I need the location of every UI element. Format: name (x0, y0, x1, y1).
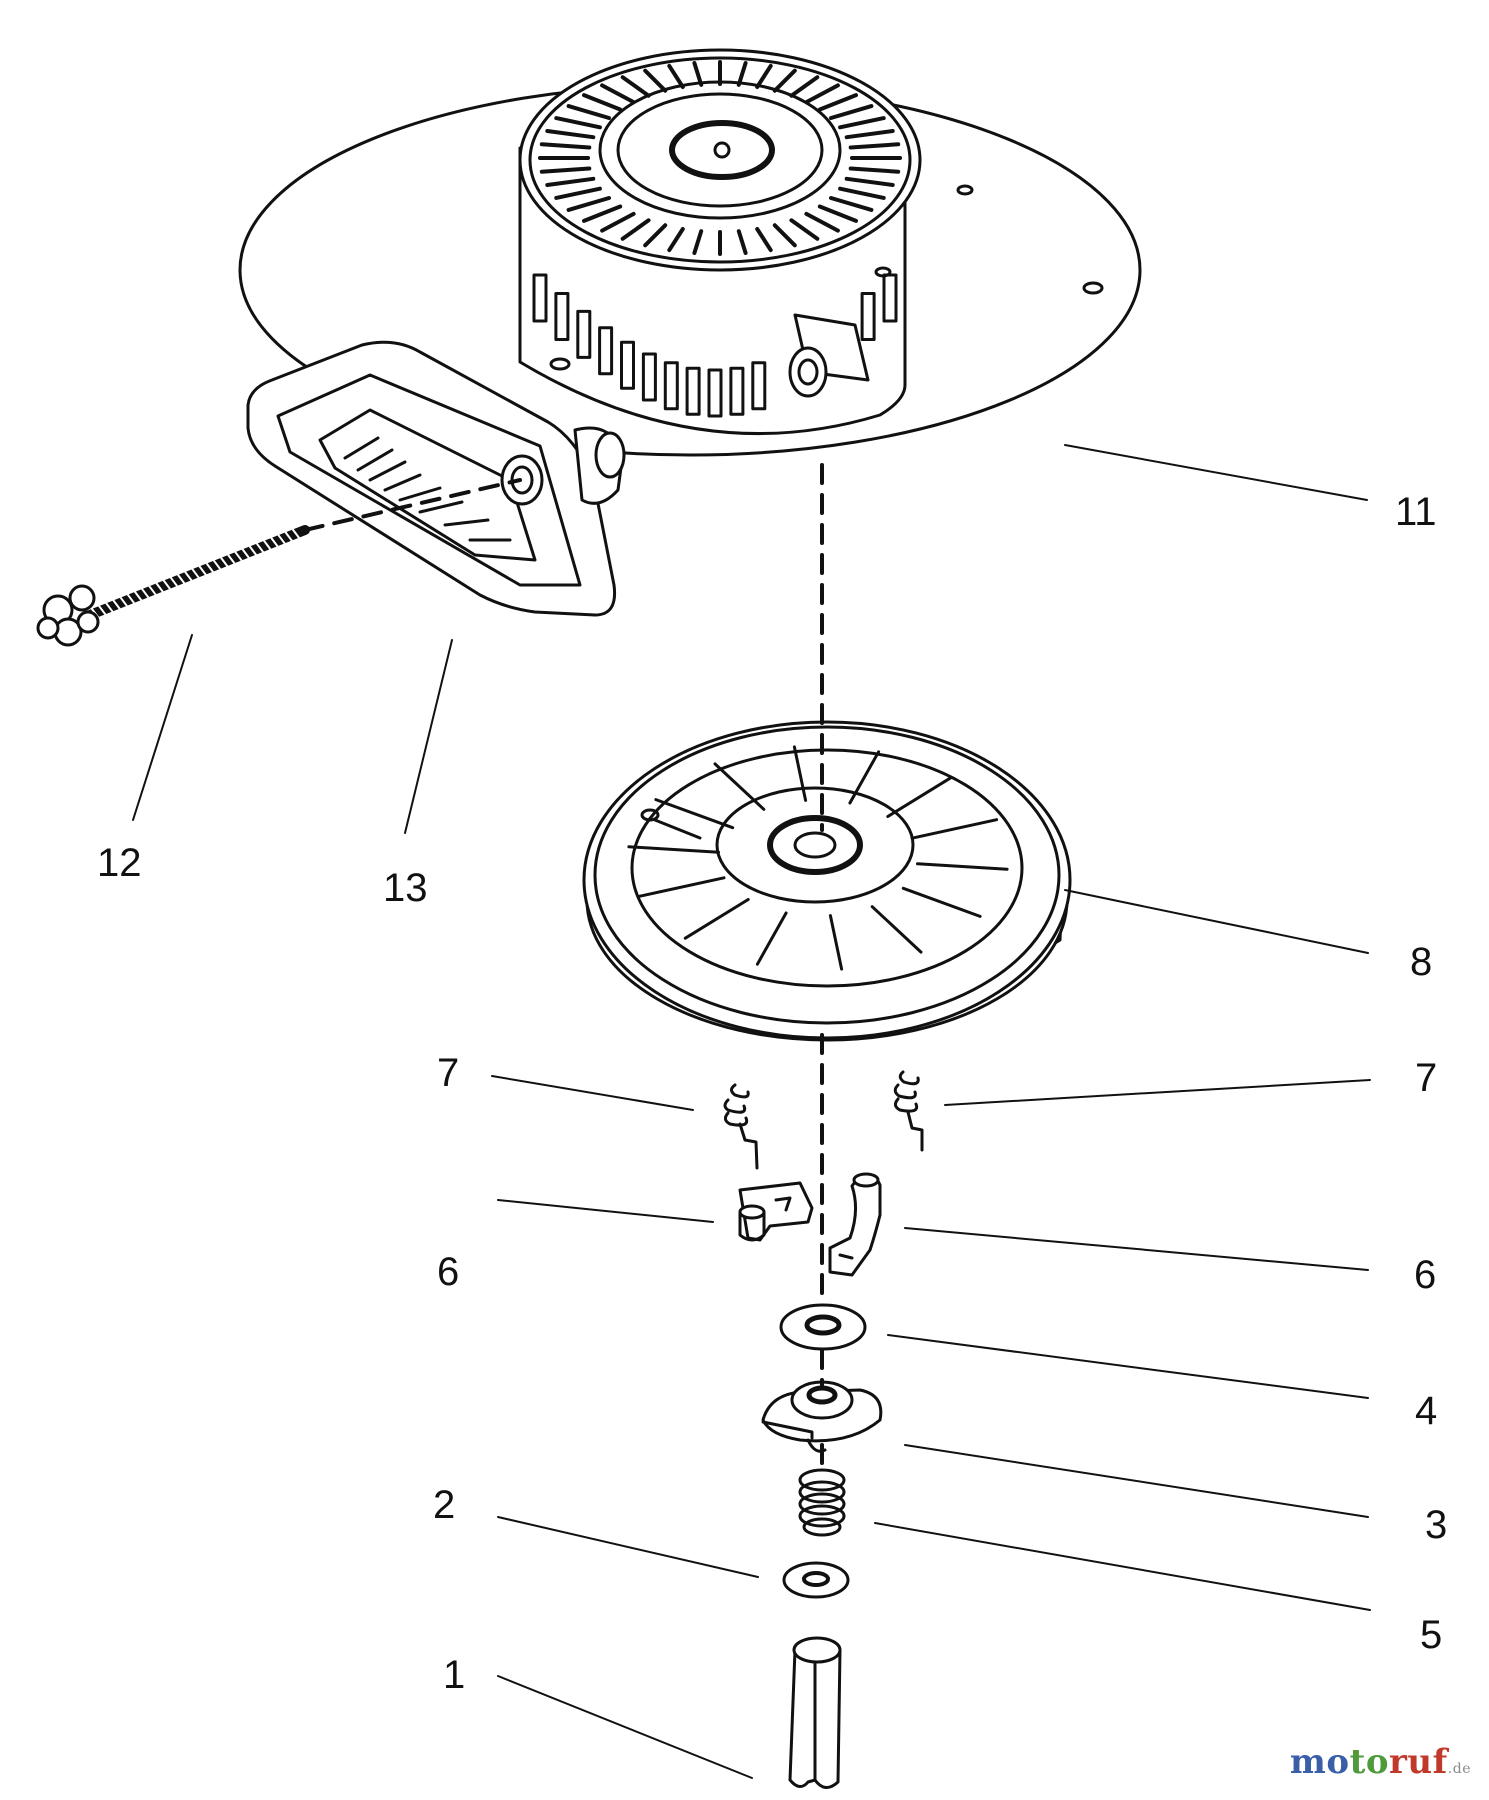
watermark-suffix: .de (1447, 1761, 1471, 1777)
leader-12 (132, 634, 193, 821)
leader-6R (904, 1227, 1369, 1271)
leader-13 (404, 639, 453, 834)
pawl-spring-right (893, 1070, 924, 1152)
leader-6L (497, 1199, 714, 1223)
callout-13: 13 (383, 866, 428, 910)
leader-11 (1064, 444, 1368, 501)
starter-rope (36, 525, 310, 647)
retainer-3 (761, 1380, 883, 1453)
callout-5: 5 (1420, 1613, 1443, 1657)
callout-11: 11 (1395, 490, 1437, 534)
rope-pulley (582, 720, 1072, 1042)
housing-vent-slots (538, 60, 902, 256)
leader-7L (491, 1075, 694, 1111)
starter-housing (238, 48, 1142, 457)
pawl-left (738, 1181, 814, 1242)
washer-2 (782, 1561, 850, 1599)
callout-8: 8 (1410, 940, 1433, 984)
leader-8 (1064, 889, 1369, 954)
assembly-centerline (303, 463, 824, 1472)
leader-3 (904, 1444, 1369, 1518)
spring-5 (798, 1468, 846, 1537)
leader-lines (132, 444, 1371, 1779)
leader-1 (497, 1675, 753, 1779)
pawl-right (828, 1172, 882, 1277)
callout-2: 2 (433, 1483, 456, 1527)
callout-6-right: 6 (1414, 1253, 1437, 1297)
leader-4 (887, 1334, 1369, 1399)
callout-3: 3 (1425, 1503, 1448, 1547)
callout-6-left: 6 (437, 1250, 460, 1294)
watermark-brand: motoruf (1289, 1742, 1448, 1782)
washer-4 (779, 1303, 867, 1351)
leader-5 (874, 1522, 1371, 1611)
pawl-spring-left (723, 1083, 759, 1170)
housing-side-slots (532, 273, 898, 418)
callout-7-right: 7 (1415, 1056, 1438, 1100)
motoruf-watermark-logo: motoruf.de (1290, 1742, 1471, 1782)
callout-4: 4 (1415, 1389, 1438, 1433)
pin-1 (788, 1636, 842, 1789)
callout-7-left: 7 (437, 1051, 460, 1095)
pulley-ribs (627, 745, 1009, 971)
leader-7R (944, 1079, 1371, 1106)
callout-1: 1 (443, 1653, 466, 1697)
callout-12: 12 (97, 841, 142, 885)
leader-2 (497, 1516, 759, 1578)
starter-handle (246, 340, 626, 617)
